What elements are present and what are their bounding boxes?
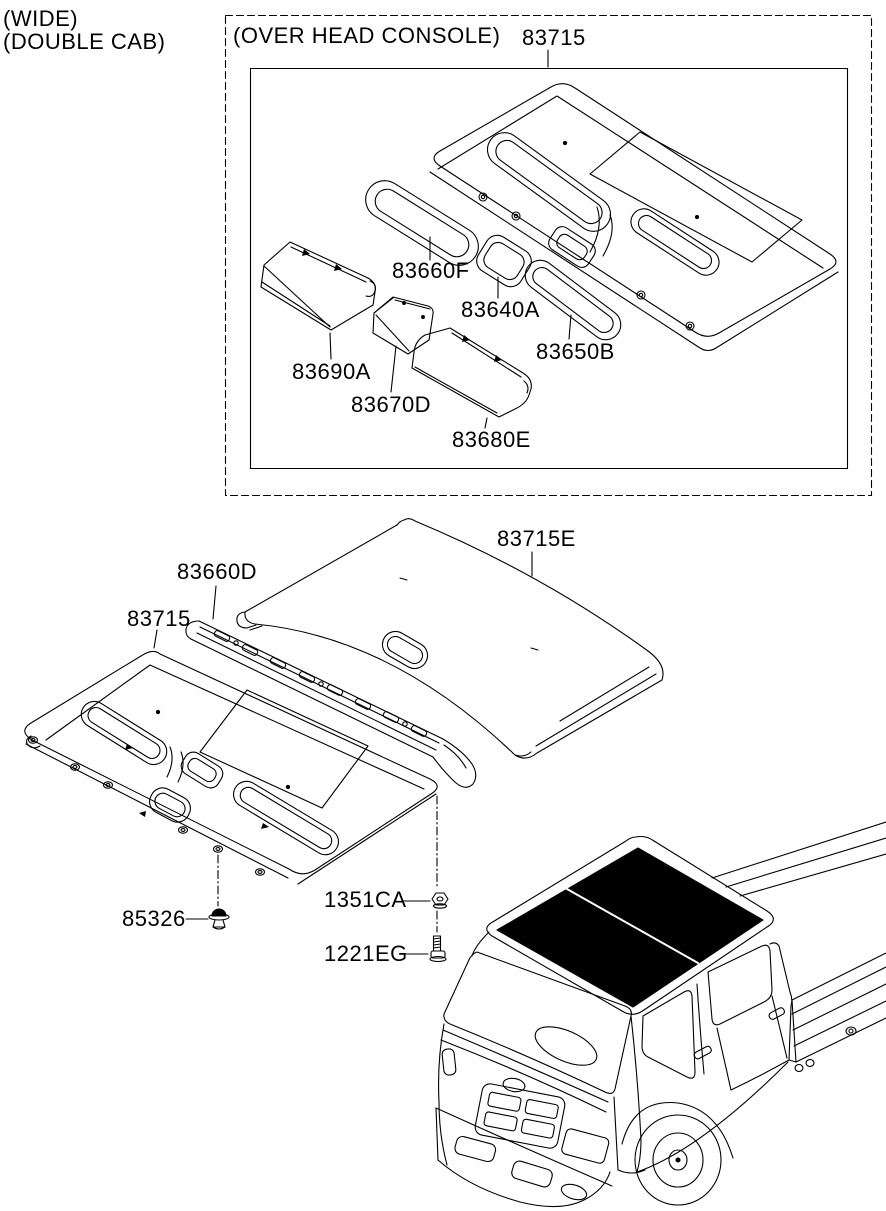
overhead-console-panel-drawing — [429, 83, 839, 352]
part-83690a-drawing — [260, 241, 376, 331]
callout-83660d: 83660D — [177, 559, 258, 584]
callout-1221eg: 1221EG — [324, 941, 408, 966]
console-grommets — [478, 192, 695, 331]
truck-drawing — [435, 821, 886, 1208]
part-83650b-drawing — [524, 259, 622, 341]
callout-83640a: 83640A — [461, 297, 540, 322]
callout-83650b: 83650B — [536, 339, 615, 364]
callout-83715e: 83715E — [497, 526, 576, 551]
headlining-grommets — [27, 736, 266, 876]
leader-lines — [153, 49, 572, 955]
callout-83715-console: 83715 — [522, 25, 586, 50]
callout-1351ca: 1351CA — [324, 887, 407, 912]
roof-rail-drawing — [185, 620, 477, 788]
center-lines — [217, 795, 438, 933]
variant-note-line1: (WIDE) — [3, 6, 79, 31]
variant-note-line2: (DOUBLE CAB) — [3, 29, 166, 54]
callout-83680e: 83680E — [452, 427, 531, 452]
rail-slots — [213, 630, 428, 737]
console-inset-title: (OVER HEAD CONSOLE) — [233, 23, 501, 48]
callout-83670d: 83670D — [351, 392, 432, 417]
roof-highlight — [496, 847, 764, 1008]
callout-83690a: 83690A — [292, 359, 371, 384]
console-inset-border — [224, 14, 873, 497]
callout-85326: 85326 — [122, 906, 186, 931]
fastener-85326-clip — [208, 908, 230, 930]
callout-83660f: 83660F — [392, 258, 470, 283]
part-83680e-drawing — [411, 327, 532, 418]
part-83670d-drawing — [372, 296, 434, 355]
roof-panel-drawing — [236, 518, 664, 759]
callout-83715-roof: 83715 — [127, 606, 191, 631]
fastener-1351ca-nut — [431, 892, 449, 909]
fastener-1221eg-bolt — [429, 935, 447, 963]
part-83660f-drawing — [365, 180, 479, 266]
headlining-drawing — [24, 650, 438, 885]
